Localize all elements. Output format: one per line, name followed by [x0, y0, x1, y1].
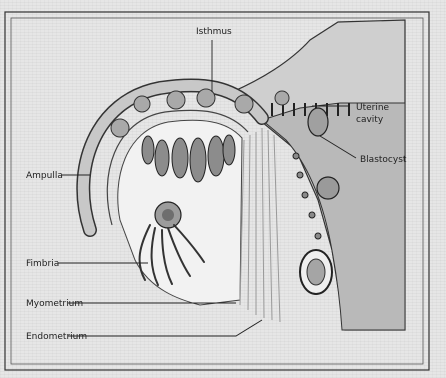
embryo-2: [134, 96, 150, 112]
label-ampulla: Ampulla: [26, 171, 63, 181]
muscle-stripes: [240, 128, 280, 322]
embryo-1: [111, 119, 129, 137]
blastocyst: [308, 108, 328, 136]
label-fimbria: Fimbria: [26, 259, 59, 269]
implanted-embryo-2-core: [307, 259, 325, 285]
implanted-embryo-1: [317, 177, 339, 199]
label-uterine-cavity-2: cavity: [356, 115, 384, 125]
embryo-3: [167, 91, 185, 109]
embryo-5: [235, 95, 253, 113]
label-endometrium: Endometrium: [26, 332, 87, 342]
label-blastocyst: Blastocyst: [360, 155, 407, 165]
label-isthmus: Isthmus: [196, 27, 232, 37]
leader-endometrium: [68, 320, 262, 336]
uterine-cavity: [262, 103, 405, 330]
label-myometrium: Myometrium: [26, 299, 83, 309]
embryo-6: [275, 91, 289, 105]
label-uterine-cavity-1: Uterine: [356, 103, 390, 113]
oocyte-nucleus: [162, 209, 174, 221]
